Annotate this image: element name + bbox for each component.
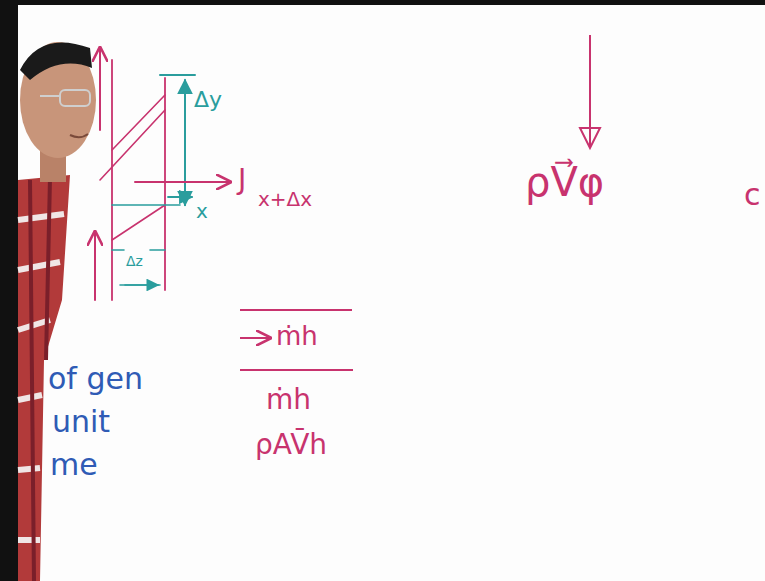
- flux-subscript: x+Δx: [258, 188, 312, 210]
- flow-term: ṁh: [276, 322, 318, 351]
- note-text: unit: [52, 405, 110, 438]
- flux-term: ρV⃗φ: [525, 160, 604, 204]
- note-text: me: [50, 448, 98, 481]
- flow-term: ṁh: [266, 385, 311, 416]
- lecturer: [18, 42, 96, 581]
- control-volume-sketch: [95, 48, 230, 300]
- dimension-label: Δy: [194, 88, 222, 112]
- partial-term: c: [744, 178, 761, 211]
- flow-term: ρAV̄h: [255, 430, 327, 461]
- frame-edge: [0, 0, 765, 5]
- axis-label: x: [196, 200, 208, 222]
- frame-edge: [0, 0, 18, 581]
- flux-symbol: J: [238, 165, 246, 196]
- note-text: of gen: [48, 362, 143, 395]
- dimension-label: Δz: [126, 254, 143, 269]
